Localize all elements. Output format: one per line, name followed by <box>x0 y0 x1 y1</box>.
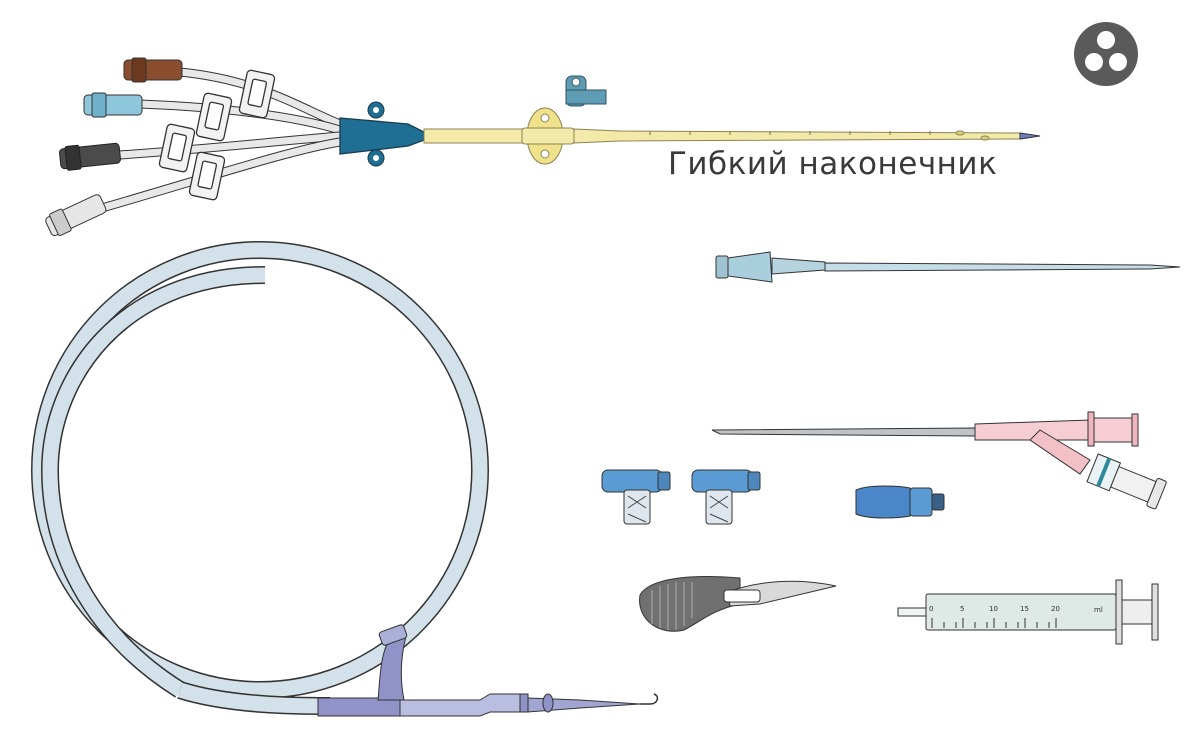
syringe-unit-label: ml <box>1094 606 1103 614</box>
luer-cap-light-blue <box>83 92 143 118</box>
dilator <box>715 251 1181 283</box>
syringe-scale-label: 10 <box>989 605 998 613</box>
syringe-scale-label: 15 <box>1020 605 1029 613</box>
flexible-tip-caption: Гибкий наконечник <box>668 146 998 182</box>
adapter <box>855 485 945 519</box>
syringe-scale-label: 0 <box>929 605 933 613</box>
suture-wing <box>521 107 575 165</box>
guidewire-advancer <box>317 624 659 717</box>
multi-lumen-catheter <box>45 57 1041 237</box>
luer-cap-dark <box>59 142 121 171</box>
scalpel <box>639 576 837 632</box>
syringe: 0 5 10 15 20 ml <box>897 579 1159 645</box>
introducer-needle <box>711 411 1167 510</box>
syringe-scale-label: 5 <box>960 605 964 613</box>
catheter-hub <box>339 101 425 167</box>
clamp <box>158 69 276 201</box>
catheter-fastener <box>565 75 607 107</box>
guidewire-loop <box>31 241 489 715</box>
needle-free-connector <box>691 469 761 525</box>
luer-cap-brown <box>123 57 183 83</box>
syringe-scale-label: 20 <box>1051 605 1060 613</box>
needle-free-connector <box>601 469 671 525</box>
catheter-body <box>423 128 1041 144</box>
luer-cap-white <box>45 194 107 237</box>
multi-lumen-cross-section-icon <box>1074 22 1138 86</box>
